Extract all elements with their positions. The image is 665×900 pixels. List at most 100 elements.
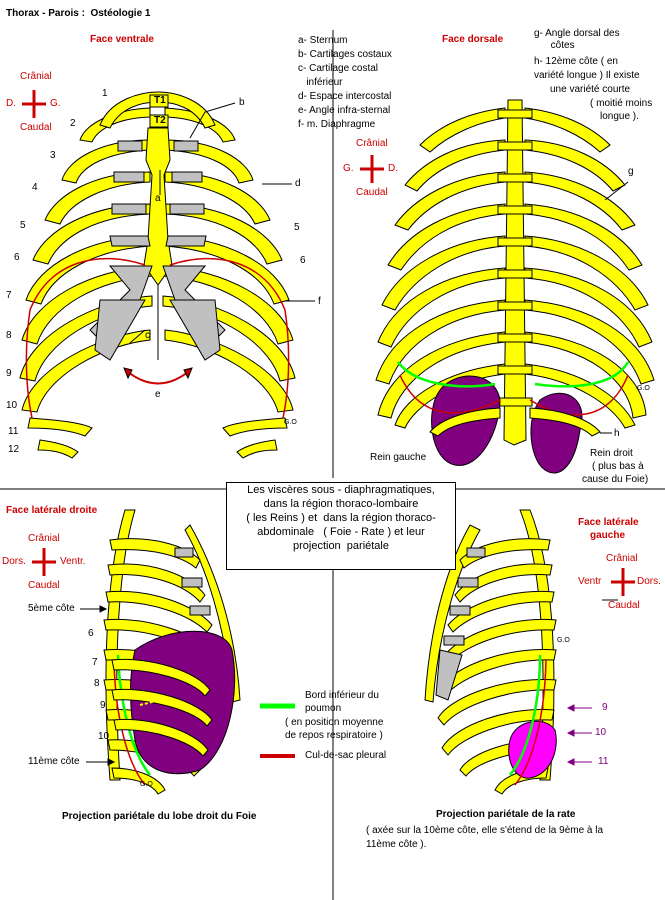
lateral-left-right: Dors. [637,576,661,587]
legend-item: d- Espace intercostal [298,91,392,102]
rib-number-right: 5 [294,222,300,233]
rib-number: 8 [6,330,12,341]
lateral-right-right: Ventr. [60,556,86,567]
center-caption-line: Les viscères sous - diaphragmatiques, [247,484,435,496]
lateral-right-label: 11ème côte [28,756,80,767]
lateral-right-label: 9 [100,700,106,711]
dorsal-note: variété longue ) Il existe [534,70,640,81]
dorsal-note: côtes [534,40,575,51]
legend-item: f- m. Diaphragme [298,119,376,130]
center-caption-line: ( les Reins ) et dans la région thoraco- [246,512,436,524]
lateral-right-heading: Face latérale droite [6,505,98,516]
rib-number: 12 [8,444,20,455]
letter-c: c [145,330,150,341]
ventral-cranial: Crânial [20,71,52,82]
compass-dorsal [360,155,384,183]
ventral-signature: G.O [284,419,297,426]
kidney-right-label: ( plus bas à [592,461,644,472]
dorsal-note: une variété courte [550,84,631,95]
lateral-right-label: 10 [98,731,110,742]
dorsal-note: ( moitié moins [590,98,653,109]
rib-number: 9 [6,368,12,379]
rib-number: 5 [20,220,26,231]
lateral-left-heading: Face latérale [578,517,639,528]
ventral-left: D. [6,98,16,109]
kidney-right-label: cause du Foie) [582,474,649,485]
lateral-left-label: 11 [598,756,609,767]
compass-lateral-right [32,548,56,576]
rib-number: 4 [32,182,38,193]
lateral-right-caudal: Caudal [28,580,60,591]
letter-b: b [239,97,245,108]
rib-number: 3 [50,150,56,161]
lateral-left-ribcage [424,509,557,795]
lateral-left-left: Ventr [578,576,602,587]
rib-number: 7 [6,290,12,301]
compass-ventral [22,90,46,118]
ventral-right: G. [50,98,61,109]
lateral-left-caption: Projection pariétale de la rate [436,809,576,820]
lateral-right-arrows [80,605,116,766]
rib-number: 6 [14,252,20,263]
dorsal-caudal: Caudal [356,187,388,198]
letter-e: e [155,389,161,400]
kidney-left-label: Rein gauche [370,452,427,463]
ventral-ribcage [19,91,296,459]
compass-lateral-left [611,568,635,596]
rib-number-right: 6 [300,255,306,266]
key-red: Cul-de-sac pleural [305,750,387,761]
letter-f: f [318,296,321,307]
rib-number: 10 [6,400,18,411]
center-caption-line: projection pariétale [292,540,389,552]
dorsal-right: D. [388,163,398,174]
legend-item: b- Cartilages costaux [298,49,392,60]
lateral-right-left: Dors. [2,556,26,567]
lateral-right-caption: Projection pariétale du lobe droit du Fo… [62,811,257,822]
letter-h: h [614,428,620,439]
lateral-left-cranial: Crânial [606,553,638,564]
page-title: Thorax - Parois : Ostéologie 1 [6,8,151,19]
key-green: poumon [305,703,342,714]
lateral-left-label: 9 [602,702,608,713]
legend-item: c- Cartilage costal [298,63,379,74]
center-caption-box: Les viscères sous - diaphragmatiques, da… [226,482,456,570]
dorsal-signature: G.O [637,385,650,392]
lateral-right-signature: G.O [140,781,153,788]
lateral-left-note: 11ème côte ). [366,839,427,850]
dorsal-note: longue ). [600,111,639,122]
ventral-caudal: Caudal [20,122,52,133]
lateral-left-heading: gauche [590,530,626,541]
legend-item: inférieur [298,77,343,88]
lateral-right-label: 8 [94,678,100,689]
letter-d: d [295,178,301,189]
lateral-right-label: 5ème côte [28,603,75,614]
center-caption-line: abdominale ( Foie - Rate ) et leur [257,526,425,538]
lateral-left-arrows [566,704,592,766]
dorsal-cranial: Crânial [356,138,388,149]
t1-box [149,94,169,108]
letter-a: a [155,193,161,204]
lateral-left-signature: G.O [557,637,570,644]
legend-item: a- Sternum [298,35,348,46]
key-green: ( en position moyenne [285,717,384,728]
t2-box [149,114,169,128]
t2-label: T2 [154,115,166,126]
dorsal-note: h- 12ème côte ( en [534,56,618,67]
key-green: Bord inférieur du [305,690,379,701]
legend-item: e- Angle infra-sternal [298,105,391,116]
rib-number: 1 [102,88,108,99]
lateral-left-caudal: Caudal [608,600,640,611]
dorsal-left: G. [343,163,354,174]
lateral-left-label: 10 [595,727,607,738]
t1-label: T1 [154,95,166,106]
dorsal-note: g- Angle dorsal des [534,28,620,39]
lateral-left-note: ( axée sur la 10ème côte, elle s'étend d… [366,825,604,836]
ventral-heading: Face ventrale [90,34,154,45]
rib-number: 11 [8,426,19,437]
letter-g: g [628,166,634,177]
lateral-right-ribcage [103,509,241,795]
lateral-right-cranial: Crânial [28,533,60,544]
kidney-right-label: Rein droit [590,448,633,459]
dorsal-ribcage [375,99,655,474]
